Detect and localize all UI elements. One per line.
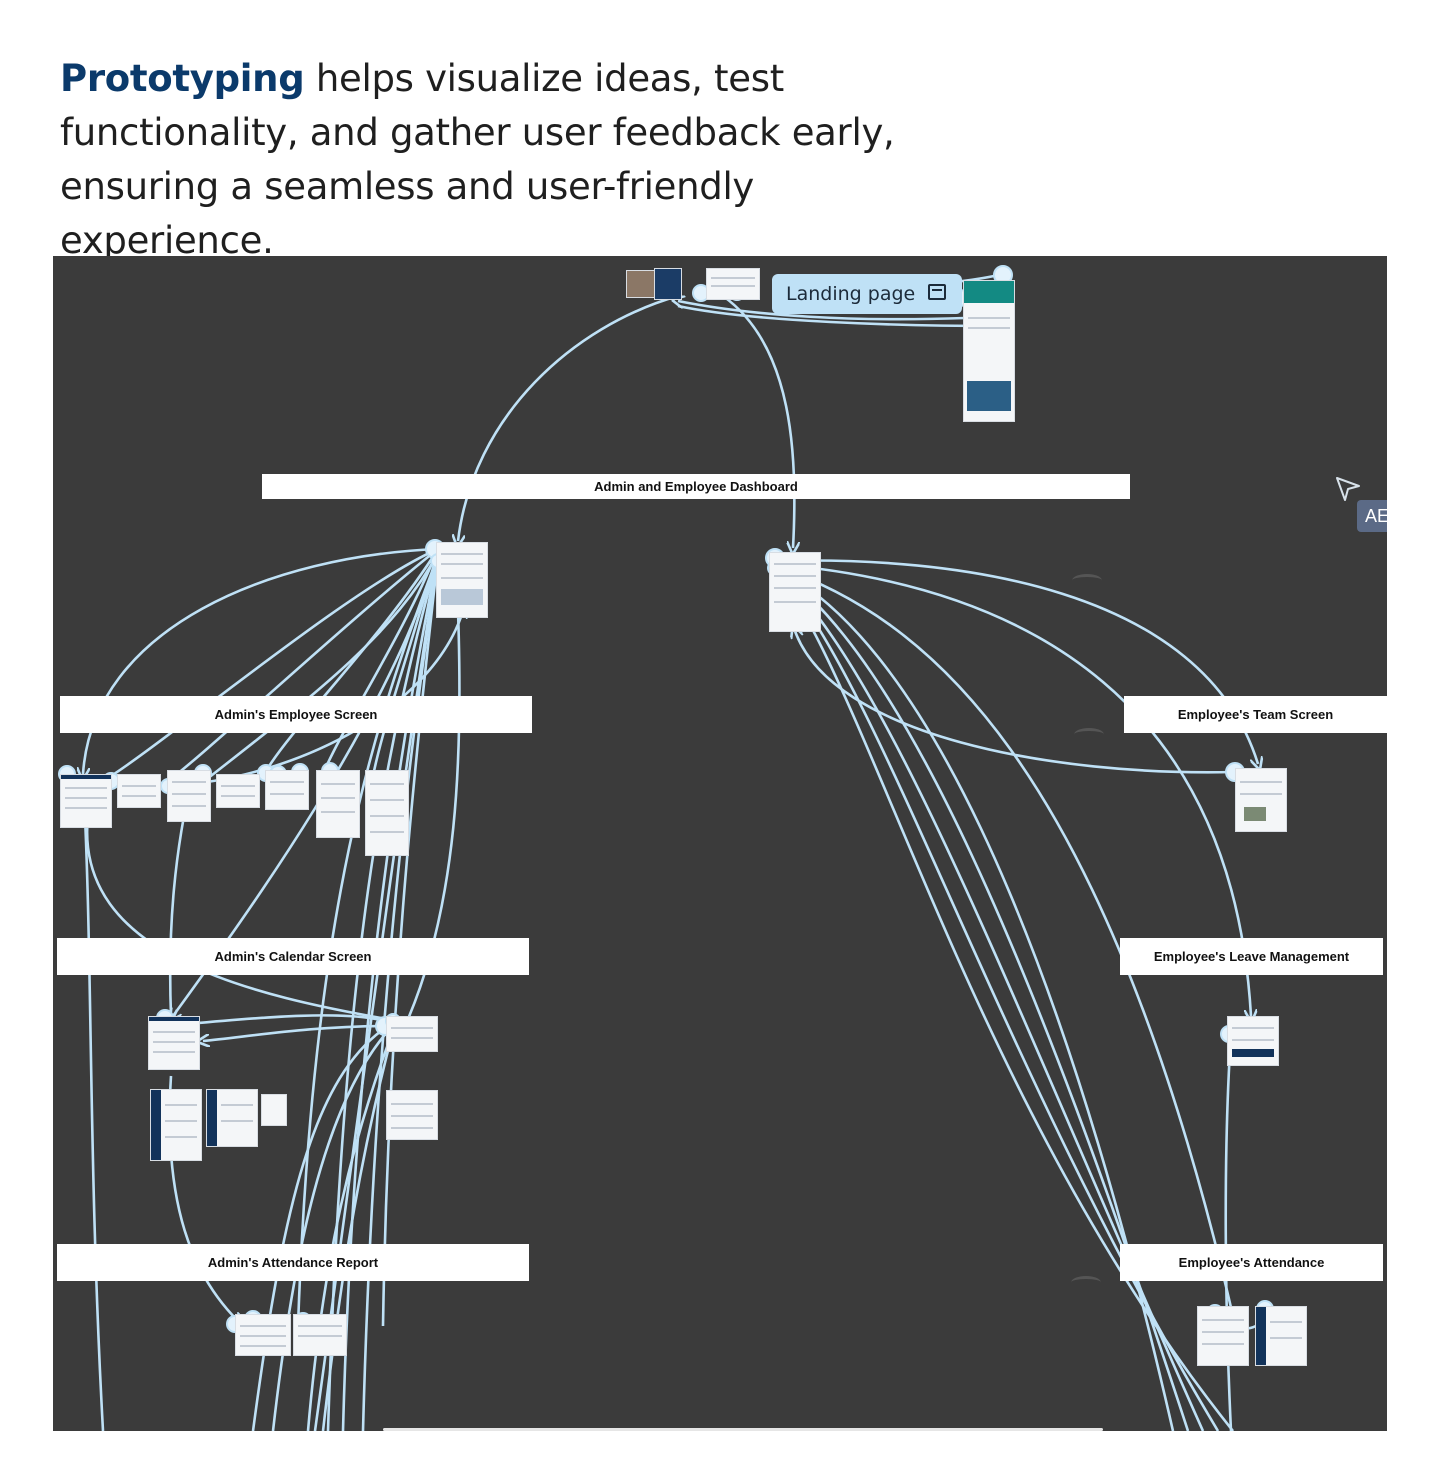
admin-employee-frame-3[interactable] [167, 770, 211, 822]
admin-employee-frame-1[interactable] [60, 774, 112, 828]
landing-frame-long[interactable] [963, 280, 1015, 422]
landing-frame-2[interactable] [654, 268, 682, 300]
admin-calendar-frame-3[interactable] [150, 1089, 202, 1161]
admin-employee-frame-4[interactable] [216, 774, 260, 808]
canvas-marker [1071, 1276, 1101, 1289]
landing-frame-1[interactable] [626, 270, 656, 298]
admin-attendance-frame-1[interactable] [235, 1314, 291, 1356]
employee-leave-frame[interactable] [1227, 1016, 1279, 1066]
frame-icon [928, 284, 946, 300]
landing-page-label[interactable]: Landing page [772, 274, 962, 314]
canvas-marker [1074, 728, 1104, 741]
employee-attendance-frame-2[interactable] [1255, 1306, 1307, 1366]
prototype-canvas[interactable]: Landing page Admin and Employee Dashboar… [53, 256, 1387, 1431]
section-employee-team: Employee's Team Screen [1124, 696, 1387, 733]
section-employee-leave: Employee's Leave Management [1120, 938, 1383, 975]
employee-team-frame[interactable] [1235, 768, 1287, 832]
employee-attendance-frame-1[interactable] [1197, 1306, 1249, 1366]
landing-page-text: Landing page [786, 283, 916, 305]
admin-employee-frame-5[interactable] [265, 770, 309, 810]
canvas-marker [1072, 574, 1102, 587]
admin-attendance-frame-2[interactable] [293, 1314, 347, 1356]
landing-frame-3[interactable] [706, 268, 760, 300]
admin-employee-frame-2[interactable] [117, 774, 161, 808]
admin-calendar-frame-6[interactable] [386, 1090, 438, 1140]
section-admin-employee: Admin's Employee Screen [60, 696, 532, 733]
section-admin-attendance: Admin's Attendance Report [57, 1244, 529, 1281]
section-admin-calendar: Admin's Calendar Screen [57, 938, 529, 975]
collaborator-tag: AE [1357, 500, 1387, 532]
admin-employee-frame-7[interactable] [365, 770, 409, 856]
admin-calendar-frame-4[interactable] [206, 1089, 258, 1147]
intro-paragraph: Prototyping helps visualize ideas, test … [60, 52, 960, 268]
employee-dashboard-frame[interactable] [769, 552, 821, 632]
section-employee-attendance: Employee's Attendance [1120, 1244, 1383, 1281]
admin-calendar-frame-5[interactable] [261, 1094, 287, 1126]
admin-calendar-frame-2[interactable] [386, 1016, 438, 1052]
admin-employee-frame-6[interactable] [316, 770, 360, 838]
admin-dashboard-frame[interactable] [436, 542, 488, 618]
section-dashboard: Admin and Employee Dashboard [262, 474, 1130, 499]
intro-keyword: Prototyping [60, 57, 305, 100]
admin-calendar-frame-1[interactable] [148, 1016, 200, 1070]
bottom-edge [383, 1428, 1103, 1431]
intro-text: helps visualize ideas, test functionalit… [60, 57, 895, 262]
cursor-icon [1336, 477, 1360, 501]
